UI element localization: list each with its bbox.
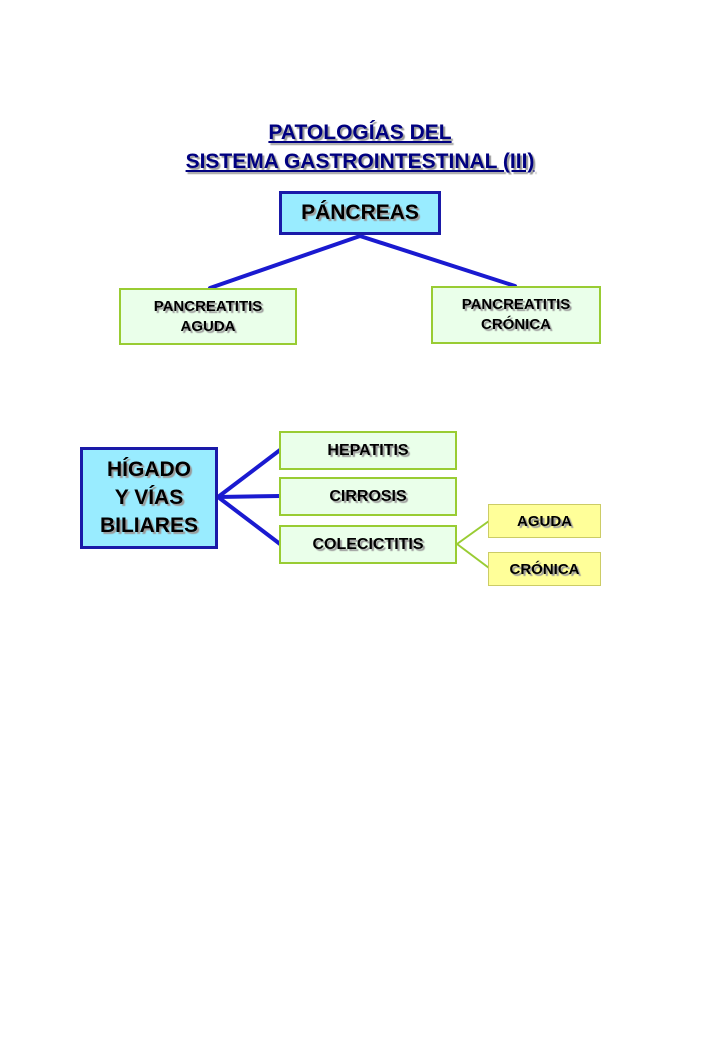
pancreatitis-cronica-box: PANCREATITIS CRÓNICA [431, 286, 601, 344]
connector-higado-colecictitis [216, 495, 282, 546]
colecictitis-cronica-label: CRÓNICA [509, 560, 580, 578]
colecictitis-cronica-box: CRÓNICA [488, 552, 601, 586]
pancreatitis-aguda-line-1: PANCREATITIS [153, 297, 263, 315]
hepatitis-box: HEPATITIS [279, 431, 457, 470]
colecictitis-aguda-label: AGUDA [517, 512, 572, 530]
connector-higado-cirrosis [216, 494, 282, 499]
connector-colecictitis-cronica [456, 543, 490, 569]
pancreatitis-aguda-box: PANCREATITIS AGUDA [119, 288, 297, 345]
higado-box: HÍGADO Y VÍAS BILIARES [80, 447, 218, 549]
pancreatitis-cronica-line-1: PANCREATITIS [461, 296, 571, 313]
cirrosis-box: CIRROSIS [279, 477, 457, 516]
connector-colecictitis-aguda [456, 520, 490, 545]
colecictitis-label: COLECICTITIS [312, 535, 424, 553]
pancreas-box: PÁNCREAS [279, 191, 441, 235]
colecictitis-box: COLECICTITIS [279, 525, 457, 564]
page-title: PATOLOGÍAS DEL SISTEMA GASTROINTESTINAL … [0, 118, 720, 176]
title-line-1: PATOLOGÍAS DEL [268, 121, 452, 144]
higado-line-3: BILIARES [99, 514, 198, 537]
colecictitis-aguda-box: AGUDA [488, 504, 601, 538]
connector-higado-hepatitis [216, 448, 282, 499]
hepatitis-label: HEPATITIS [327, 441, 409, 459]
pancreas-label: PÁNCREAS [301, 201, 419, 224]
higado-line-2: Y VÍAS [114, 486, 184, 509]
pancreatitis-cronica-line-2: CRÓNICA [481, 316, 551, 333]
higado-line-1: HÍGADO [107, 458, 191, 481]
cirrosis-label: CIRROSIS [329, 487, 407, 505]
title-line-2: SISTEMA GASTROINTESTINAL (III) [185, 150, 535, 173]
connector-pancreas-aguda [208, 234, 362, 290]
pancreatitis-aguda-line-2: AGUDA [180, 317, 236, 335]
connector-pancreas-cronica [358, 234, 517, 288]
